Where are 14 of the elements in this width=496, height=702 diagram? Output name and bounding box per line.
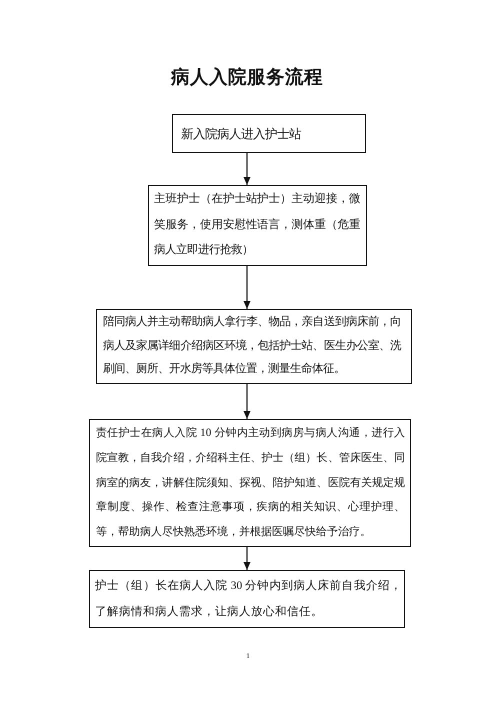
step-text: 责任护士在病人入院 10 分钟内主动到病房与病人沟通，进行入院宣教，自我介绍，介绍科主任、护士（组）长、管床医生、同病室的病友，讲解住院须知、探视、陪护知道、医院有关规定规章制度、操作、检查注意事项，疾病的相关知识、心理护理、等，帮助病人尽快熟悉环境，并根据医嘱尽快给予治疗。	[96, 426, 405, 540]
step-text: 主班护士（在护士站护士）主动迎接，微笑服务，使用安慰性语言，测体重（危重病人立即进行抢救）	[154, 191, 360, 258]
arrow	[244, 266, 250, 309]
step-text: 陪同病人并主动帮助病人拿行李、物品，亲自送到病床前，向病人及家属详细介绍病区环境，包括护士站、医生办公室、洗刷间、厕所、开水房等具体位置，测量生命体征。	[103, 314, 401, 378]
process-box	[89, 570, 405, 628]
arrow	[244, 153, 250, 185]
step-text: 新入院病人进入护士站	[181, 126, 302, 142]
arrow	[244, 384, 250, 419]
step-text: 护士（组）长在病人入院 30 分钟内到病人床前自我介绍，了解病情和病人需求，让病人放心和信任。	[95, 578, 402, 620]
arrow	[244, 547, 250, 570]
process-box	[148, 185, 367, 266]
process-box	[172, 114, 366, 153]
process-box	[96, 309, 412, 384]
title: 病人入院服务流程	[171, 66, 323, 89]
